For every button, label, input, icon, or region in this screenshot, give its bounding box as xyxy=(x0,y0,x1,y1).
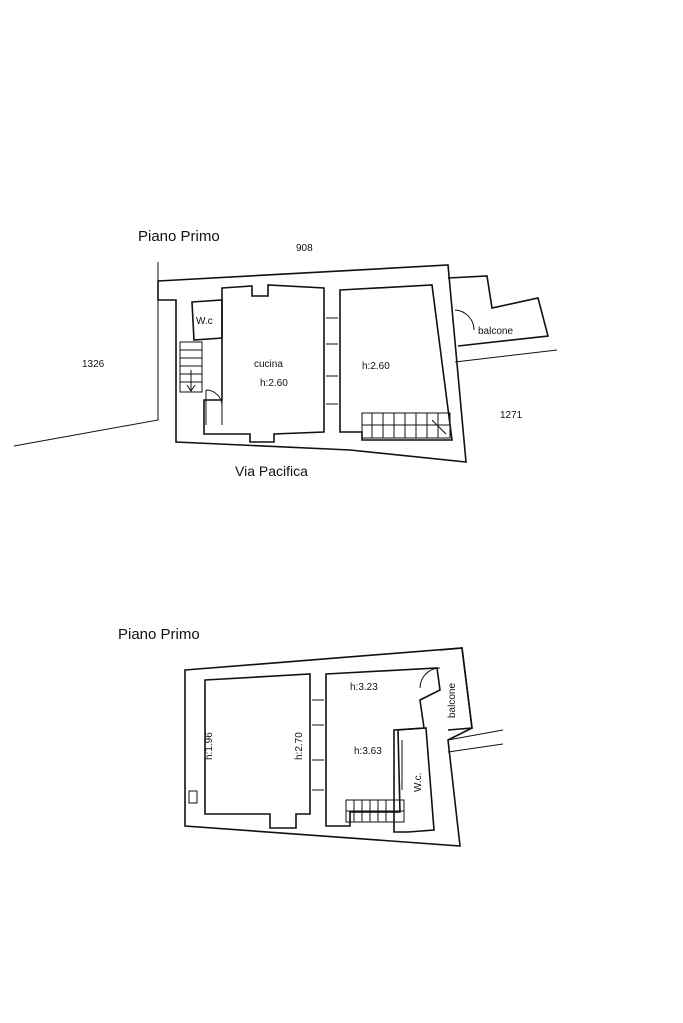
left-room-height-label: h:1.96 xyxy=(204,732,215,760)
kitchen-height-label: h:2.60 xyxy=(260,378,288,389)
neighbor-east-label: 1271 xyxy=(500,410,523,421)
balcony-label-bottom: balcone xyxy=(447,683,458,718)
left-room-walls xyxy=(204,673,311,829)
boundary-east xyxy=(454,349,558,363)
building-outline-bottom xyxy=(184,647,473,847)
floor-plan-bottom: Piano Primo balcone h:1.96 h:2.70 h:3.23… xyxy=(118,626,504,847)
boundary-east-bottom xyxy=(447,729,504,753)
entry-door-swing xyxy=(205,389,223,425)
plan-bottom-title: Piano Primo xyxy=(118,626,200,643)
street-label: Via Pacifica xyxy=(235,463,308,479)
wc-label-top: W.c xyxy=(196,316,213,327)
stair-top-right xyxy=(361,412,451,439)
kitchen-label: cucina xyxy=(254,359,283,370)
stair-top-left xyxy=(179,341,203,393)
building-outline-top xyxy=(157,264,467,463)
wall-openings-bottom xyxy=(312,699,324,791)
plan-top-title: Piano Primo xyxy=(138,228,220,245)
balcony-bottom xyxy=(439,647,473,731)
room-right-walls xyxy=(339,284,453,441)
neighbor-north-label: 908 xyxy=(296,243,313,254)
right-lower-height-label: h:3.63 xyxy=(354,746,382,757)
middle-height-label: h:2.70 xyxy=(294,732,305,760)
stair-bottom-right xyxy=(345,799,405,823)
balcony-door-swing xyxy=(454,309,475,331)
wc-label-bottom: W.c. xyxy=(413,773,424,792)
wc-bottom-walls xyxy=(393,727,435,833)
wall-openings-top xyxy=(326,317,338,405)
floor-plan-top: Piano Primo 908 1326 1271 Via Pacifica b… xyxy=(13,228,558,479)
right-upper-height-label: h:3.23 xyxy=(350,682,378,693)
boundary-west xyxy=(13,262,159,447)
right-room-walls xyxy=(325,667,441,827)
neighbor-west-label: 1326 xyxy=(82,359,105,370)
left-niche xyxy=(188,790,198,804)
balcony-top xyxy=(447,275,550,347)
room-right-height-label: h:2.60 xyxy=(362,361,390,372)
kitchen-walls xyxy=(203,284,325,443)
balcony-label-top: balcone xyxy=(478,326,513,337)
